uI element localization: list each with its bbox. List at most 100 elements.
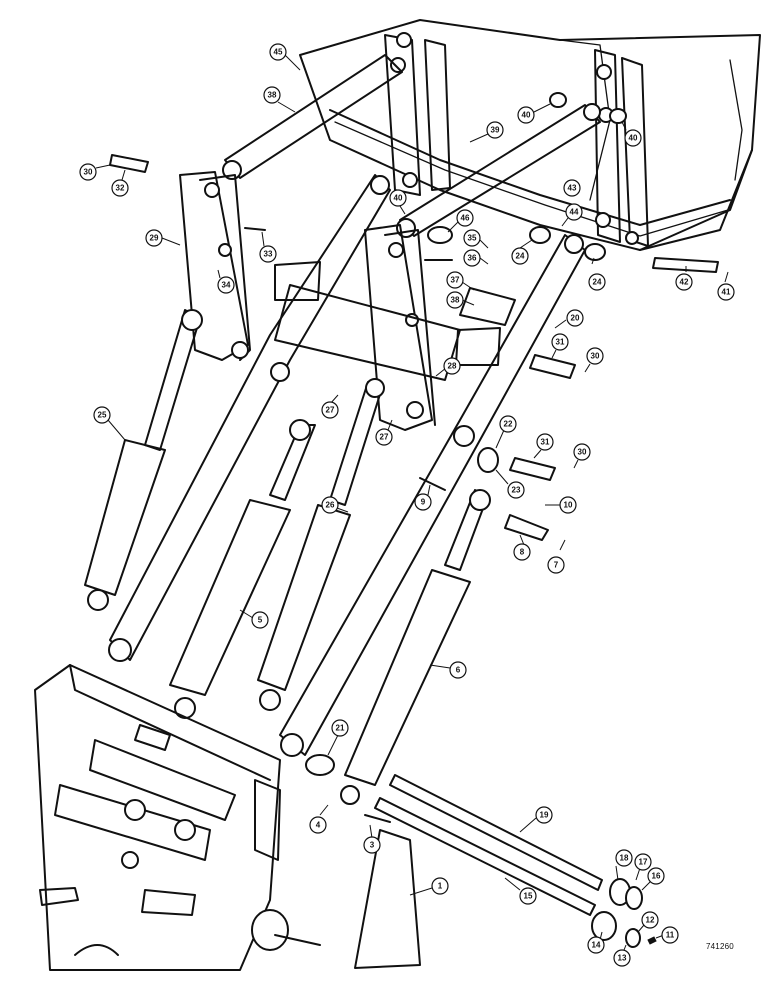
- callout: 30: [584, 347, 604, 373]
- callout: 33: [259, 231, 277, 263]
- svg-text:33: 33: [264, 250, 273, 259]
- callout: 31: [533, 433, 554, 459]
- svg-text:21: 21: [336, 724, 345, 733]
- svg-text:41: 41: [722, 288, 731, 297]
- callout: 46: [447, 209, 474, 233]
- callout: 27: [375, 419, 393, 446]
- callout: 41: [717, 271, 735, 301]
- svg-text:43: 43: [568, 184, 577, 193]
- svg-text:11: 11: [666, 931, 675, 940]
- pivot-pins: [305, 754, 657, 948]
- svg-text:19: 19: [540, 811, 549, 820]
- callout: 6: [429, 661, 467, 679]
- svg-text:4: 4: [316, 821, 321, 830]
- callouts: 45 38 30 32 29 33 34 39 40 40 40 46 43 4…: [79, 43, 735, 967]
- loader-frame: [34, 664, 421, 971]
- callout: 30: [573, 443, 591, 469]
- svg-text:24: 24: [516, 252, 525, 261]
- callout: 39: [469, 121, 504, 143]
- callout: 35: [463, 229, 489, 249]
- callout: 34: [217, 269, 235, 294]
- svg-text:35: 35: [468, 234, 477, 243]
- svg-text:26: 26: [326, 501, 335, 510]
- callout: 44: [561, 203, 583, 227]
- svg-text:24: 24: [593, 278, 602, 287]
- svg-text:38: 38: [451, 296, 460, 305]
- callout: 7: [547, 539, 566, 574]
- callout: 8: [513, 534, 531, 561]
- svg-text:15: 15: [524, 892, 533, 901]
- callout: 37: [446, 271, 475, 291]
- svg-text:6: 6: [456, 666, 461, 675]
- svg-text:31: 31: [556, 338, 565, 347]
- callout: 27: [321, 394, 339, 419]
- callout: 22: [495, 415, 517, 449]
- svg-text:23: 23: [512, 486, 521, 495]
- callout: 38: [446, 291, 475, 309]
- callout: 3: [363, 824, 381, 854]
- callout: 19: [519, 806, 553, 833]
- svg-text:36: 36: [468, 254, 477, 263]
- svg-text:16: 16: [652, 872, 661, 881]
- svg-text:42: 42: [680, 278, 689, 287]
- boom-arms: [108, 174, 586, 757]
- callout: 31: [551, 333, 569, 359]
- svg-text:39: 39: [491, 126, 500, 135]
- svg-text:7: 7: [554, 561, 559, 570]
- callout: 45: [269, 43, 301, 71]
- callout: 11: [655, 926, 679, 944]
- callout: 4: [309, 804, 329, 834]
- svg-text:27: 27: [380, 433, 389, 442]
- svg-text:34: 34: [222, 281, 231, 290]
- svg-text:40: 40: [629, 134, 638, 143]
- svg-text:13: 13: [618, 954, 627, 963]
- callout: 25: [93, 406, 126, 441]
- svg-text:14: 14: [592, 941, 601, 950]
- bucket: [299, 19, 761, 251]
- callout: 1: [409, 877, 449, 896]
- callout: 38: [263, 86, 296, 113]
- callout: 13: [613, 944, 631, 967]
- callout: 21: [327, 719, 349, 756]
- callout: 40: [389, 189, 407, 215]
- callout: 40: [621, 121, 642, 147]
- callout: 32: [111, 169, 129, 197]
- callout: 12: [637, 911, 659, 933]
- svg-text:9: 9: [421, 498, 426, 507]
- svg-text:30: 30: [578, 448, 587, 457]
- drawing-number: 741260: [706, 942, 734, 951]
- hardware: [109, 92, 719, 823]
- callout: 43: [563, 179, 581, 197]
- svg-text:30: 30: [591, 352, 600, 361]
- svg-text:17: 17: [639, 858, 648, 867]
- svg-text:12: 12: [646, 916, 655, 925]
- callout: 14: [587, 931, 605, 954]
- callout: 24: [588, 257, 606, 291]
- svg-text:38: 38: [268, 91, 277, 100]
- svg-text:20: 20: [571, 314, 580, 323]
- svg-text:45: 45: [274, 48, 283, 57]
- callout: 28: [435, 357, 461, 377]
- callout: 18: [615, 849, 633, 881]
- svg-text:3: 3: [370, 841, 375, 850]
- svg-text:5: 5: [258, 616, 263, 625]
- callout: 36: [463, 249, 489, 267]
- svg-text:8: 8: [520, 548, 525, 557]
- svg-text:32: 32: [116, 184, 125, 193]
- callout: 9: [414, 484, 432, 511]
- svg-text:22: 22: [504, 420, 513, 429]
- callout: 5: [239, 609, 269, 629]
- callout: 10: [545, 496, 577, 514]
- svg-text:1: 1: [438, 882, 443, 891]
- svg-text:10: 10: [564, 501, 573, 510]
- callout: 17: [634, 853, 652, 881]
- svg-text:40: 40: [522, 111, 531, 120]
- callout: 23: [495, 469, 525, 499]
- callout: 16: [641, 867, 665, 891]
- svg-text:25: 25: [98, 411, 107, 420]
- svg-text:18: 18: [620, 854, 629, 863]
- svg-text:29: 29: [150, 234, 159, 243]
- callout: 26: [321, 496, 349, 514]
- callout: 30: [79, 163, 111, 181]
